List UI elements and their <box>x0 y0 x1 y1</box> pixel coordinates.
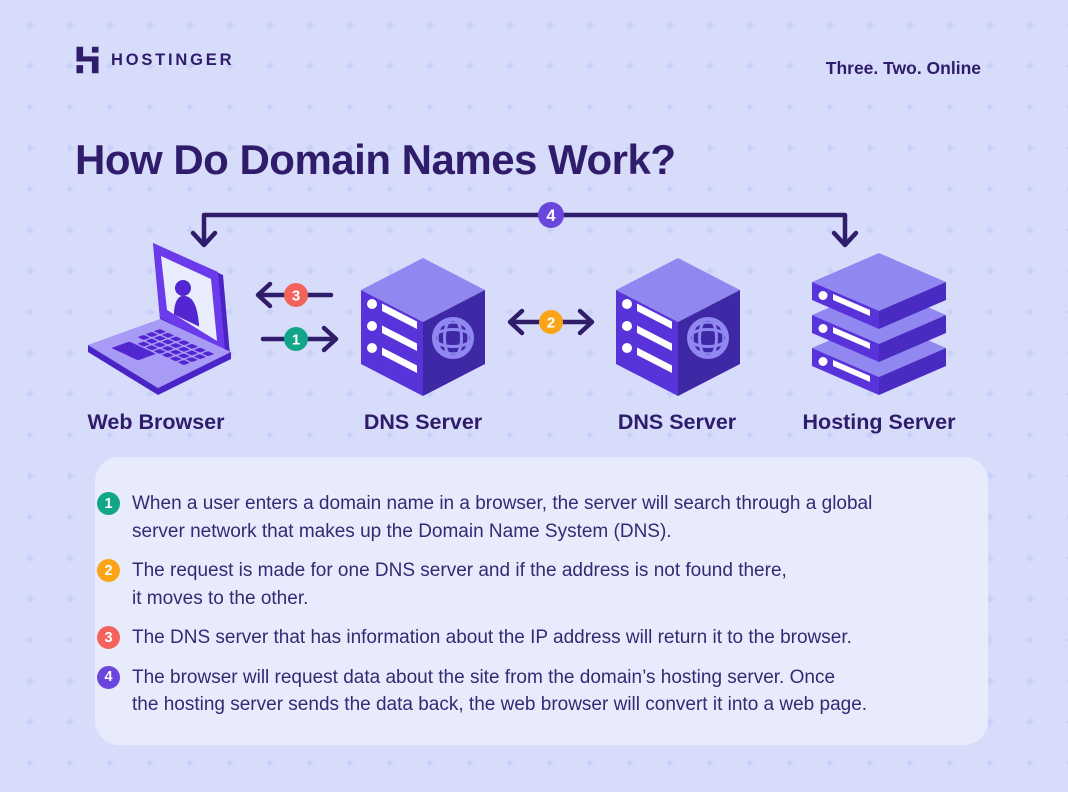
dns-server-icon-1 <box>359 256 487 398</box>
laptop-user-icon <box>88 243 231 395</box>
step-1-text: When a user enters a domain name in a br… <box>132 493 873 542</box>
keyboard <box>112 329 214 365</box>
step-item-3: 3 The DNS server that has information ab… <box>97 624 962 652</box>
arrow-1-number: 1 <box>292 332 300 349</box>
arrow-3: 3 <box>255 281 334 309</box>
arrow-1: 1 <box>260 325 339 353</box>
steps-panel: 1 When a user enters a domain name in a … <box>95 457 988 745</box>
header-logo: HOSTINGER <box>75 46 234 74</box>
step-item-1: 1 When a user enters a domain name in a … <box>97 490 962 545</box>
header-tagline: Three. Two. Online <box>825 58 981 78</box>
arrow-1-badge <box>284 327 308 351</box>
dns-server-icon-2 <box>614 256 742 398</box>
arrow-2-badge <box>539 310 563 334</box>
step-3-badge: 3 <box>97 626 120 649</box>
arrow-4: 4 <box>190 202 859 248</box>
step-4-badge: 4 <box>97 665 120 689</box>
node-label-hosting-server: Hosting Server <box>803 410 957 434</box>
step-4-text: The browser will request data about the … <box>132 666 868 716</box>
node-label-dns-server-1: DNS Server <box>364 410 483 434</box>
page-title: How Do Domain Names Work? <box>75 136 676 183</box>
dns-flow-diagram: 4 3 1 2 <box>88 202 957 434</box>
step-item-2: 2 The request is made for one DNS server… <box>97 557 962 612</box>
step-2-badge: 2 <box>97 559 120 582</box>
hostinger-h-logo-icon <box>76 46 99 74</box>
arrow-2: 2 <box>507 308 595 336</box>
trackpad <box>112 341 156 361</box>
step-item-4: 4 The browser will request data about th… <box>97 664 962 719</box>
node-label-web-browser: Web Browser <box>88 410 226 434</box>
step-3-text: The DNS server that has information abou… <box>132 627 852 648</box>
node-label-dns-server-2: DNS Server <box>618 410 737 434</box>
step-2-text: The request is made for one DNS server a… <box>132 560 787 609</box>
arrow-4-badge <box>538 202 564 228</box>
brand-name: HOSTINGER <box>111 50 235 69</box>
step-1-badge: 1 <box>97 492 120 515</box>
arrow-3-number: 3 <box>292 288 300 305</box>
arrow-4-number: 4 <box>546 207 556 225</box>
arrow-3-badge <box>284 283 308 307</box>
arrow-2-number: 2 <box>547 315 555 332</box>
user-icon <box>175 280 191 296</box>
hosting-server-icon <box>812 253 946 395</box>
